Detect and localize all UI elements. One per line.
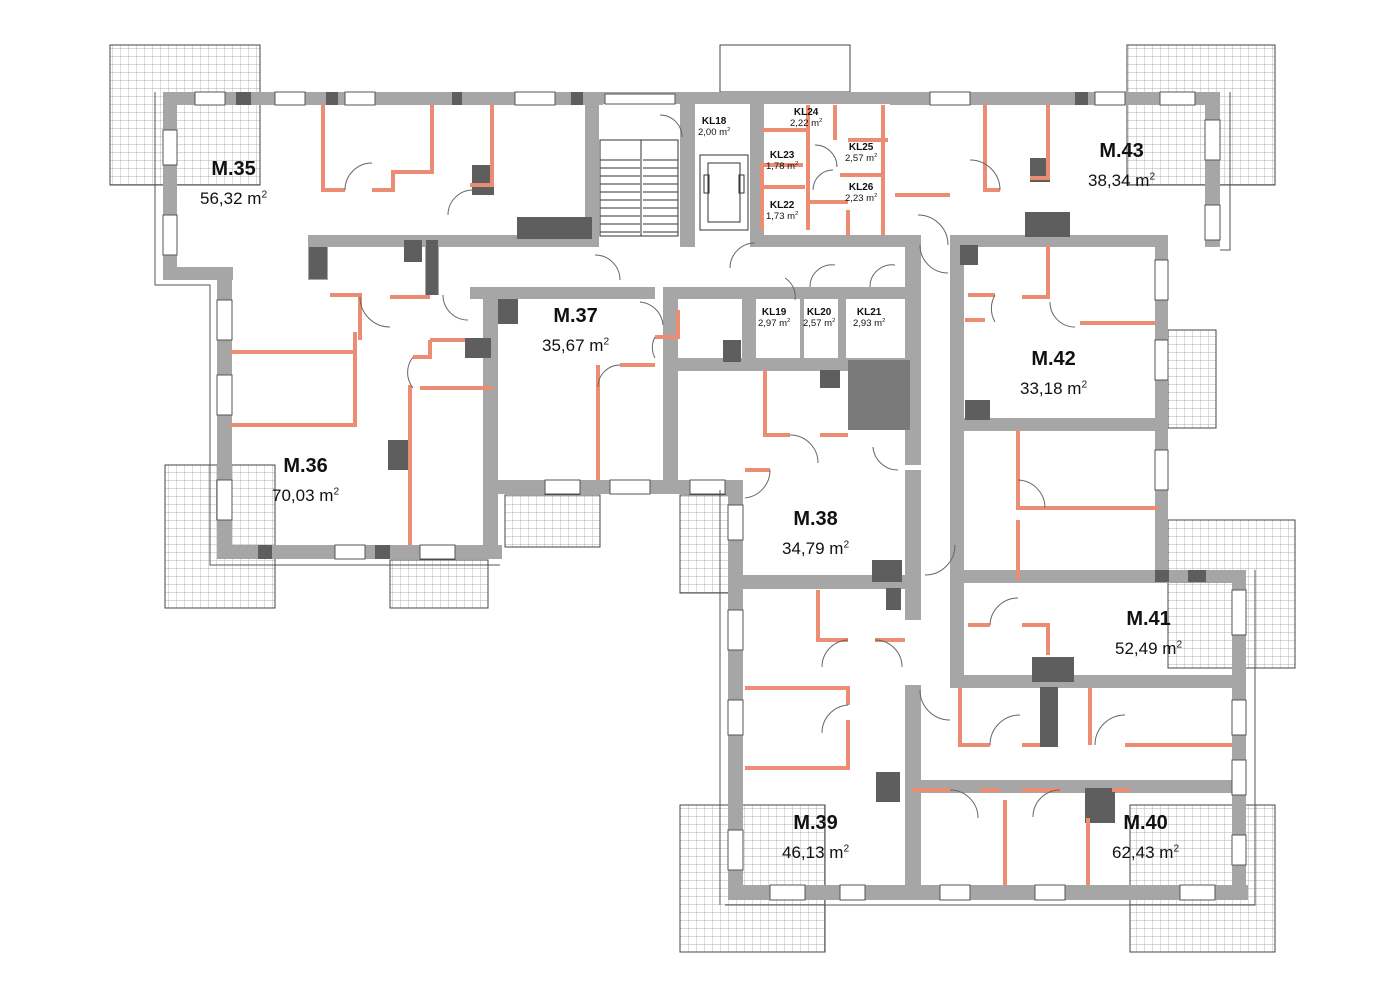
storage-kl18-label: KL18 2,00 m2 [698,116,730,138]
apartment-area: 34,79 m2 [782,539,850,558]
apartment-area: 56,32 m2 [200,189,268,208]
stairwell [599,139,749,237]
balcony-m38 [679,494,736,594]
apartment-area: 33,18 m2 [1020,379,1088,398]
storage-id: KL21 [856,307,882,318]
storage-kl20-label: KL20 2,57 m2 [803,307,835,329]
apartment-id: M.35 [211,158,256,180]
storage-id: KL24 [793,107,819,118]
apartment-area: 38,34 m2 [1088,171,1156,190]
apartment-area: 70,03 m2 [272,486,340,505]
storage-id: KL20 [806,307,832,318]
apartment-id: M.43 [1099,140,1144,162]
apartment-m39-label: M.39 46,13 m2 [782,812,849,863]
columns [236,92,1206,823]
storage-kl25-label: KL25 2,57 m2 [845,142,877,164]
apartment-id: M.40 [1123,812,1168,834]
apartment-m40-label: M.40 62,43 m2 [1112,812,1179,863]
apartment-id: M.37 [553,305,598,327]
apartment-m43-label: M.43 38,34 m2 [1088,140,1155,191]
balcony-m40 [1129,804,1276,953]
apartment-id: M.38 [793,508,838,530]
storage-kl19-label: KL19 2,97 m2 [758,307,790,329]
storage-kl23-label: KL23 1,78 m2 [766,150,798,172]
apartment-id: M.39 [793,812,838,834]
apartment-area: 52,49 m2 [1115,639,1183,658]
storage-kl26-label: KL26 2,23 m2 [845,182,877,204]
storage-kl24-label: KL24 2,22 m2 [790,107,822,129]
apartment-area: 46,13 m2 [782,843,850,862]
partitions [230,105,1232,885]
storage-id: KL18 [701,116,727,127]
balcony-m39 [679,804,826,953]
apartment-area: 62,43 m2 [1112,843,1180,862]
storage-area: 2,00 m2 [698,127,731,139]
apartment-area: 35,67 m2 [542,336,610,355]
apartment-m38-label: M.38 34,79 m2 [782,508,849,559]
storage-id: KL26 [848,182,874,193]
apartment-m36-label: M.36 70,03 m2 [272,455,339,506]
storage-area: 1,78 m2 [766,161,799,173]
storage-area: 2,22 m2 [790,118,823,130]
balcony-m35 [109,44,261,186]
balcony-m43 [1126,44,1276,186]
storage-id: KL22 [769,200,795,211]
apartment-m42-label: M.42 33,18 m2 [1020,348,1087,399]
windows [162,91,1247,901]
apartment-id: M.42 [1031,348,1076,370]
door-swings [344,114,1126,819]
storage-area: 2,57 m2 [803,318,836,330]
storage-area: 2,57 m2 [845,153,878,165]
storage-id: KL23 [769,150,795,161]
apartment-m37-label: M.37 35,67 m2 [542,305,609,356]
apartment-id: M.41 [1126,608,1171,630]
storage-kl21-label: KL21 2,93 m2 [853,307,885,329]
storage-kl22-label: KL22 1,73 m2 [766,200,798,222]
storage-area: 2,97 m2 [758,318,791,330]
apartment-m35-label: M.35 56,32 m2 [200,158,267,209]
storage-id: KL25 [848,142,874,153]
balcony-m42 [1167,329,1217,429]
storage-area: 2,93 m2 [853,318,886,330]
apartment-id: M.36 [283,455,328,477]
balcony-m37 [504,494,601,548]
storage-id: KL19 [761,307,787,318]
facade-outline [154,92,1256,906]
storage-area: 1,73 m2 [766,211,799,223]
balcony-m36-bottom [389,559,489,609]
roof-hatch [719,44,851,93]
storage-area: 2,23 m2 [845,193,878,205]
apartment-m41-label: M.41 52,49 m2 [1115,608,1182,659]
